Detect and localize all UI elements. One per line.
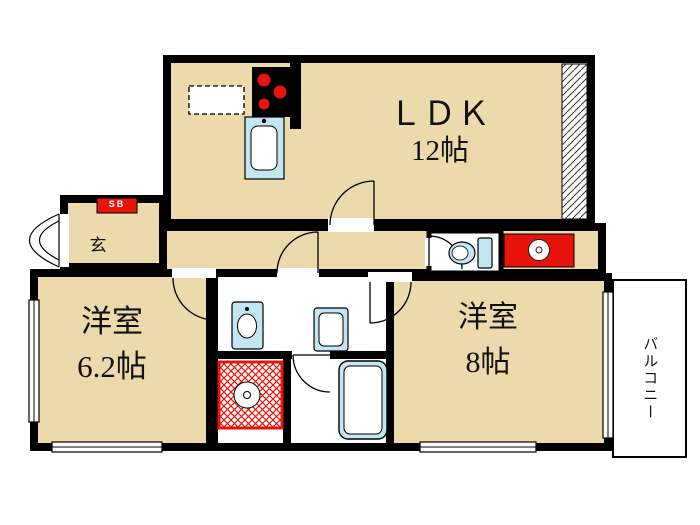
- balcony-label: バルコニー: [641, 335, 658, 421]
- washroom-door-gap: [277, 268, 319, 278]
- washroom-door-arc: [276, 231, 319, 274]
- bedroom1-door-arc: [172, 277, 216, 321]
- washbasin-icon: [231, 301, 264, 350]
- bedroom1-room-label: 洋室: [81, 304, 143, 339]
- entrance-label: 玄: [89, 236, 107, 255]
- bedroom2-floor: [386, 273, 612, 451]
- laundry-divider-wall: [283, 351, 291, 447]
- bedroom2-door-gap: [368, 272, 412, 282]
- bedroom2-door-arc: [369, 281, 412, 324]
- bedroom2-room-label: 洋室: [458, 301, 518, 334]
- bedroom1-door-gap: [172, 268, 216, 278]
- bedroom1-size-label: 6.2帖: [77, 349, 147, 384]
- shoe-box-label: SB: [108, 199, 126, 209]
- bedroom2-size-label: 8帖: [465, 346, 511, 379]
- laundry-sink-icon: [313, 307, 349, 352]
- washing-machine-pan-icon: [217, 360, 284, 430]
- toilet-icon: [448, 237, 493, 269]
- entrance-door-gap: [59, 214, 69, 267]
- ldk-size-label: 12帖: [410, 135, 469, 167]
- bedroom1-left-window: [28, 299, 40, 423]
- stove-icon: [252, 67, 292, 117]
- refrigerator-space: [188, 85, 245, 115]
- ldk-door-gap: [328, 218, 374, 232]
- shoe-box-icon: [96, 197, 138, 214]
- kitchen-partition-wall: [290, 63, 301, 129]
- bathtub-icon: [338, 360, 388, 440]
- balcony-area: [612, 279, 687, 458]
- bedroom2-bottom-window: [419, 441, 537, 453]
- ldk-room-label: ＬＤＫ: [389, 97, 491, 133]
- ldk-door-arc: [329, 180, 375, 226]
- bedroom1-bottom-window: [51, 441, 163, 453]
- ldk-window-strip: [561, 63, 588, 220]
- bedroom2-balcony-sliding-door: [602, 291, 614, 439]
- kitchen-sink-icon: [244, 116, 285, 180]
- entrance-door-arc: [29, 213, 60, 268]
- bath-door-arc: [292, 354, 331, 393]
- water-heater-icon: [503, 233, 575, 268]
